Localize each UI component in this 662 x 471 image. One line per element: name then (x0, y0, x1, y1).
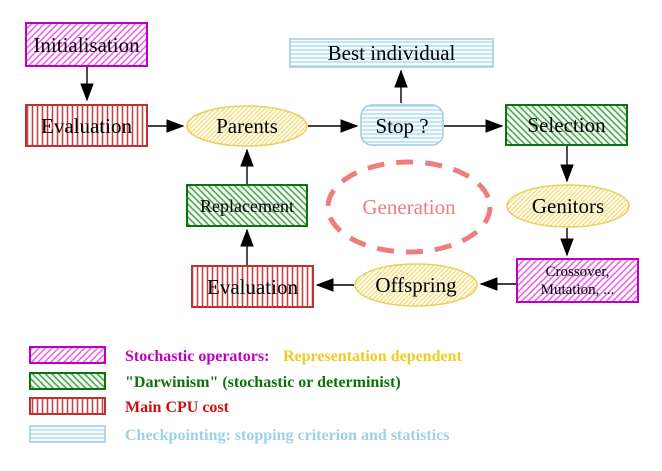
generation-ellipse (325, 159, 493, 255)
node-parents: Parents (186, 105, 308, 147)
node-offspring: Offspring (354, 263, 478, 307)
diagram-edges (80, 67, 574, 292)
legend-label-darwinism: "Darwinism" (stochastic or determinist) (125, 374, 401, 391)
legend-label-main-cpu-cost: Main CPU cost (125, 399, 230, 416)
legend-label-representation-dependent: Representation dependent (283, 348, 462, 365)
evaluation-bottom-label: Evaluation (207, 275, 298, 299)
stop-label: Stop ? (375, 114, 428, 138)
offspring-label: Offspring (375, 273, 457, 297)
node-best-individual: Best individual (289, 38, 494, 68)
node-stop: Stop ? (360, 104, 444, 146)
legend: Stochastic operators: Representation dep… (29, 346, 462, 444)
cyan-stripes-swatch (29, 425, 106, 443)
node-selection: Selection (505, 104, 628, 146)
node-genitors: Genitors (506, 184, 630, 228)
node-generation: Generation (325, 159, 493, 255)
node-evaluation-top: Evaluation (25, 104, 148, 147)
legend-row-stochastic-operators: Stochastic operators: Representation dep… (29, 346, 462, 365)
node-replacement: Replacement (186, 184, 308, 227)
offspring-ellipse (354, 263, 478, 307)
evaluation-top-label: Evaluation (41, 114, 132, 138)
green-hatch-swatch (29, 372, 106, 390)
svg-text:Stochastic operators:: Stochastic operators: Representation dep… (125, 348, 462, 365)
crossover-label-line1: Crossover, (546, 264, 610, 280)
parents-ellipse (186, 105, 308, 147)
legend-row-checkpointing: Checkpointing: stopping criterion and st… (29, 425, 449, 444)
genitors-ellipse (506, 184, 630, 228)
evaluation-bottom-box (191, 265, 314, 308)
best-individual-box (289, 38, 494, 68)
legend-row-darwinism: "Darwinism" (stochastic or determinist) (29, 372, 401, 391)
legend-row-main-cpu-cost: Main CPU cost (29, 397, 230, 416)
initialisation-label: Initialisation (33, 33, 140, 57)
node-evaluation-bottom: Evaluation (191, 265, 314, 308)
legend-label-checkpointing: Checkpointing: stopping criterion and st… (125, 427, 449, 444)
red-stripes-swatch (29, 397, 106, 415)
genitors-label: Genitors (532, 194, 604, 218)
replacement-label: Replacement (200, 196, 294, 216)
legend-label-stochastic-operators: Stochastic operators: (125, 348, 269, 365)
node-initialisation: Initialisation (25, 22, 148, 67)
magenta-hatch-swatch (29, 346, 106, 364)
selection-label: Selection (527, 113, 606, 137)
crossover-label-line2: Mutation, ... (541, 282, 615, 298)
stop-box (360, 104, 444, 146)
parents-label: Parents (216, 114, 278, 138)
replacement-box (186, 184, 308, 227)
evaluation-top-box (25, 104, 148, 147)
crossover-mutation-box (516, 258, 639, 303)
node-crossover-mutation: Crossover, Mutation, ... (516, 258, 639, 303)
best-individual-label: Best individual (328, 41, 456, 65)
generation-label: Generation (362, 195, 456, 219)
initialisation-box (25, 22, 148, 67)
selection-box (505, 104, 628, 146)
